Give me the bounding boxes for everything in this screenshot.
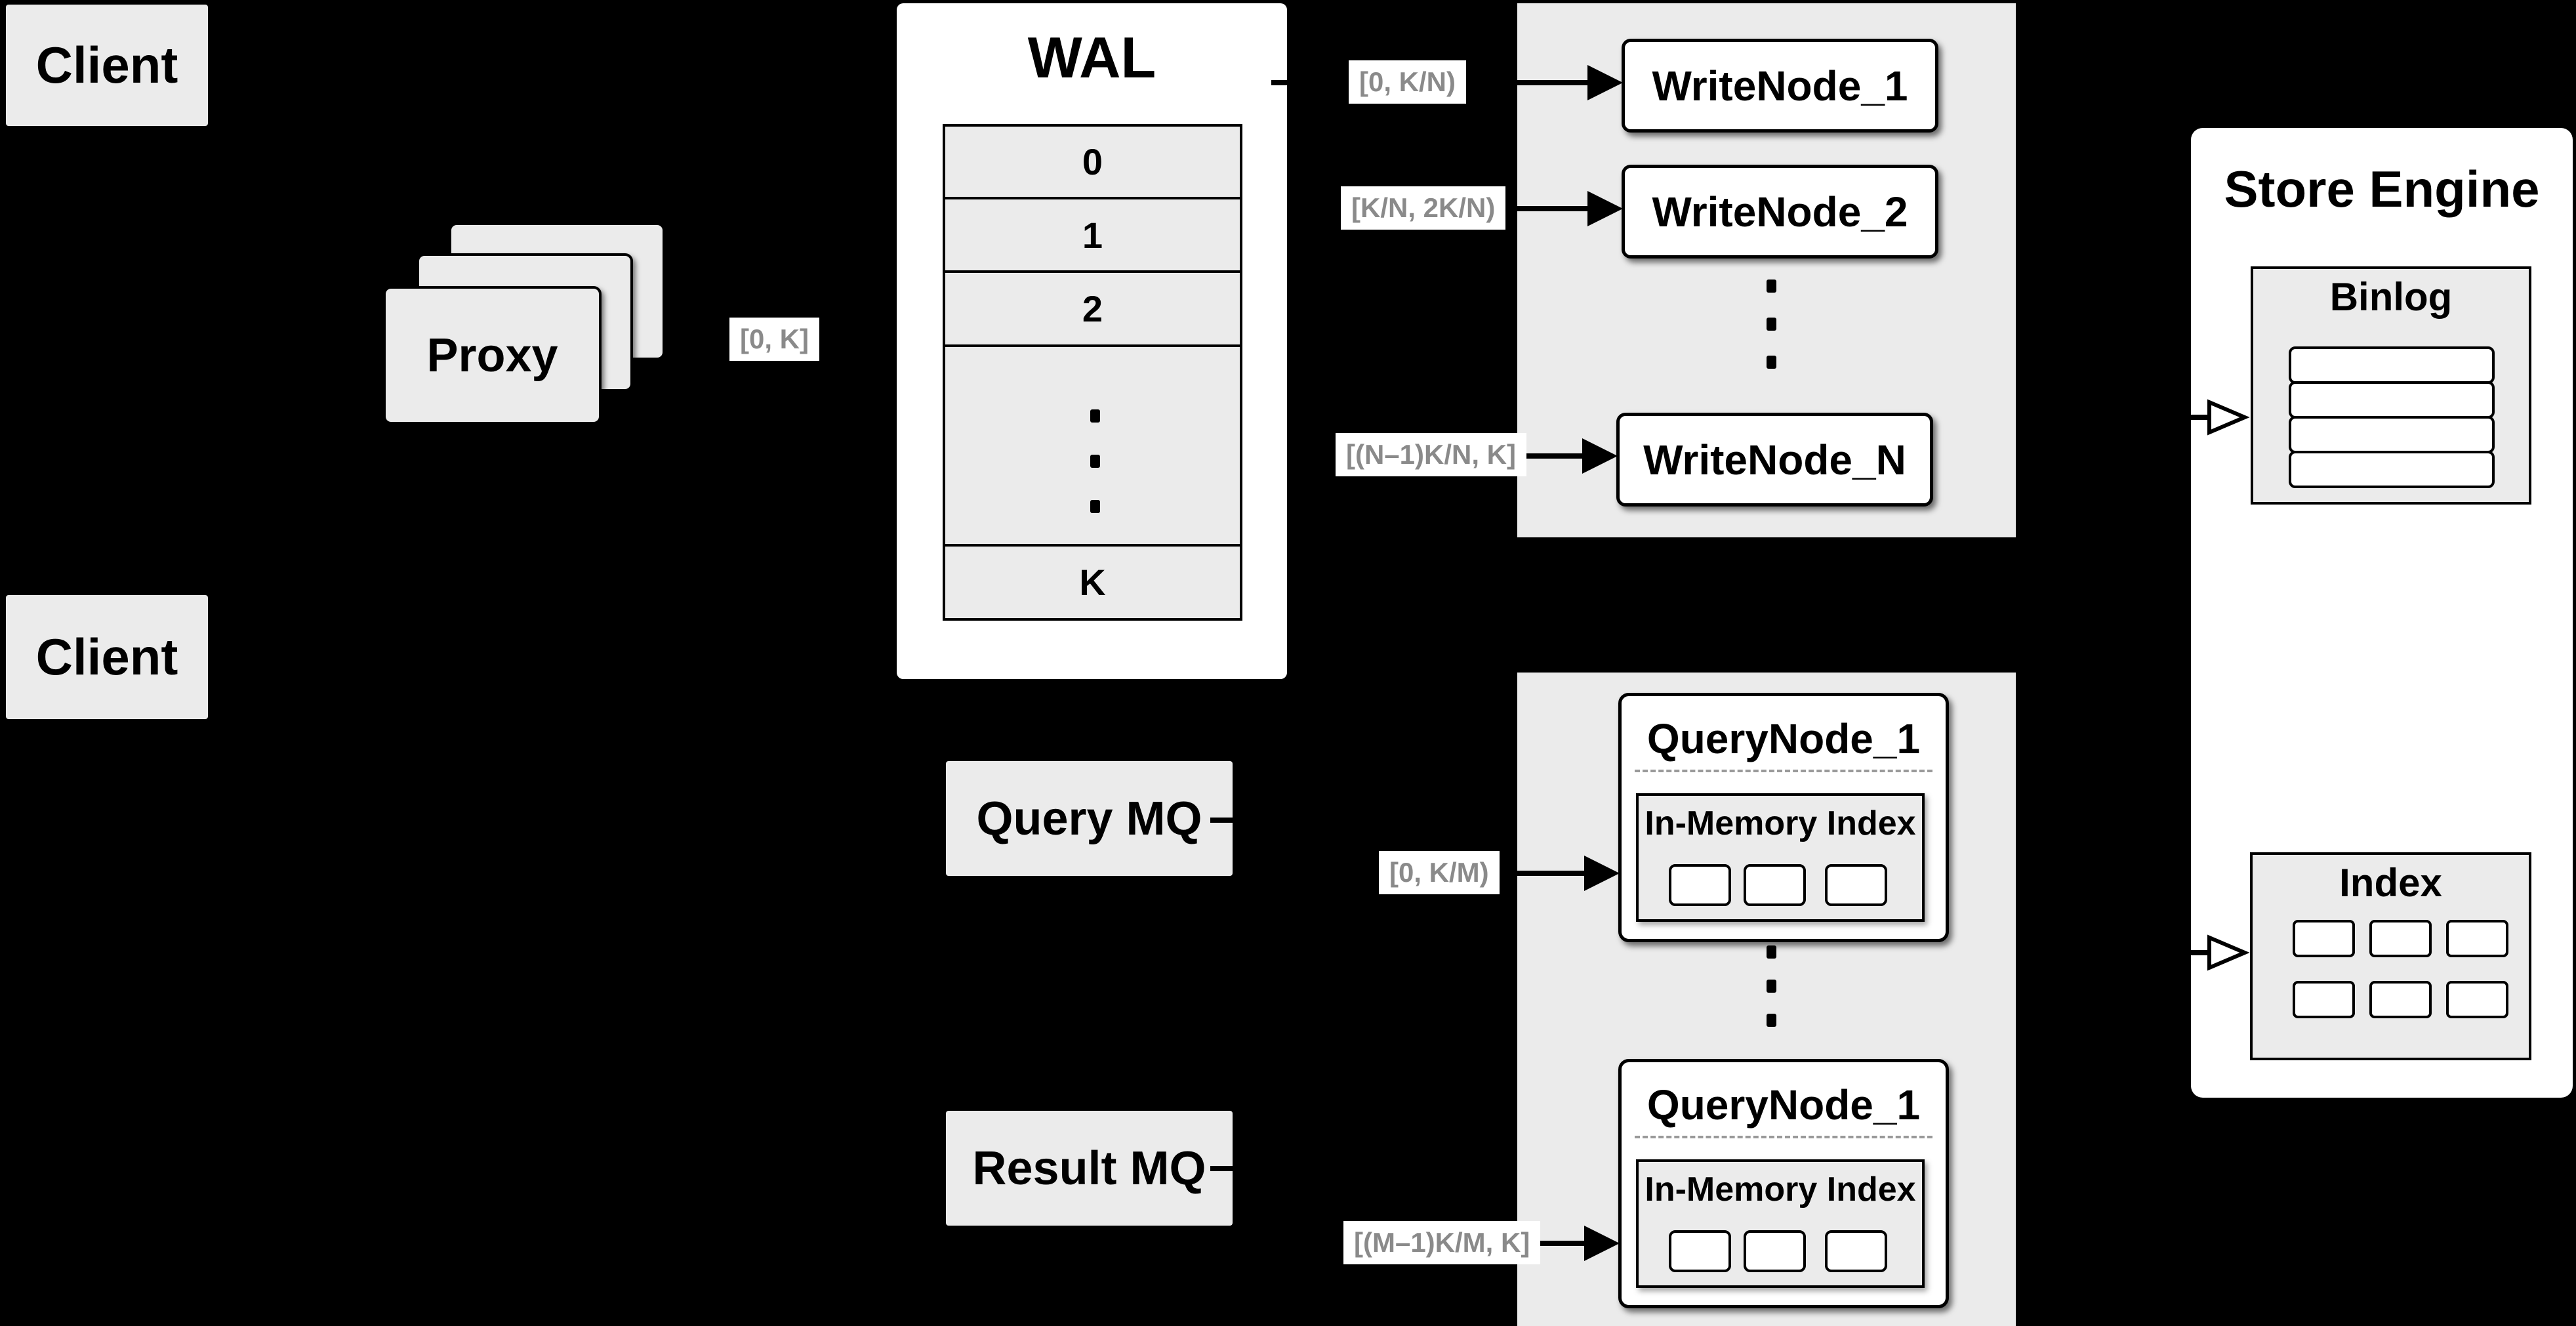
index-cell bbox=[2293, 981, 2355, 1018]
range-label-query-1: [0, K/M) bbox=[1379, 851, 1500, 894]
segment-cell bbox=[1744, 1230, 1806, 1272]
wal-row-0: 0 bbox=[943, 124, 1242, 199]
segment-cell bbox=[1669, 1230, 1731, 1272]
index-cell bbox=[2369, 920, 2432, 957]
segment-cell bbox=[1825, 1230, 1887, 1272]
write-node-n-label: WriteNode_N bbox=[1643, 436, 1906, 484]
dashed-separator bbox=[1635, 1136, 1932, 1138]
binlog-row bbox=[2289, 416, 2495, 453]
binlog-title: Binlog bbox=[2329, 275, 2453, 319]
ellipsis-dot bbox=[1090, 500, 1100, 513]
index-cell bbox=[2446, 920, 2508, 957]
in-memory-index-top-title: In-Memory Index bbox=[1645, 804, 1916, 842]
wal-table: 0 1 2 K bbox=[943, 124, 1242, 621]
write-node-1-label: WriteNode_1 bbox=[1652, 62, 1908, 110]
in-memory-index-top: In-Memory Index bbox=[1636, 793, 1925, 922]
range-label-query-m: [(M–1)K/M, K] bbox=[1343, 1221, 1541, 1264]
index-cell bbox=[2369, 981, 2432, 1018]
store-engine-title: Store Engine bbox=[2224, 160, 2540, 218]
result-mq-box: Result MQ bbox=[946, 1111, 1233, 1226]
ellipsis-dot bbox=[1767, 1014, 1776, 1027]
ellipsis-dot bbox=[1767, 356, 1776, 369]
ellipsis-dot bbox=[1090, 455, 1100, 468]
write-node-2-label: WriteNode_2 bbox=[1652, 188, 1908, 236]
range-label-write-n: [(N–1)K/N, K] bbox=[1336, 433, 1526, 476]
binlog-row bbox=[2289, 346, 2495, 384]
ellipsis-dot bbox=[1767, 945, 1776, 959]
range-label-write-2: [K/N, 2K/N) bbox=[1341, 186, 1506, 230]
query-node-container: QueryNode_1 In-Memory Index QueryNode_1 … bbox=[1517, 673, 2016, 1326]
query-node-bottom: QueryNode_1 In-Memory Index bbox=[1618, 1059, 1949, 1308]
wal-title: WAL bbox=[1027, 25, 1156, 90]
wal-row-2: 2 bbox=[943, 270, 1242, 347]
wal-row-1: 1 bbox=[943, 197, 1242, 273]
in-memory-index-bottom: In-Memory Index bbox=[1636, 1159, 1925, 1288]
query-mq-box: Query MQ bbox=[946, 761, 1233, 876]
write-node-1: WriteNode_1 bbox=[1622, 39, 1938, 133]
query-node-top-title: QueryNode_1 bbox=[1646, 715, 1921, 762]
index-cell bbox=[2293, 920, 2355, 957]
wal-row-k: K bbox=[943, 544, 1242, 621]
client-top-label: Client bbox=[35, 36, 178, 94]
dashed-separator bbox=[1635, 770, 1932, 772]
range-label-write-1: [0, K/N) bbox=[1349, 60, 1466, 104]
ellipsis-dot bbox=[1767, 280, 1776, 293]
ellipsis-dot bbox=[1767, 980, 1776, 993]
client-bottom-label: Client bbox=[35, 628, 178, 686]
write-node-2: WriteNode_2 bbox=[1622, 165, 1938, 259]
range-label-proxy-out: [0, K] bbox=[729, 318, 819, 361]
store-engine-box: Store Engine Binlog Index bbox=[2191, 128, 2573, 1098]
write-node-n: WriteNode_N bbox=[1616, 413, 1933, 507]
in-memory-index-bottom-title: In-Memory Index bbox=[1645, 1171, 1916, 1209]
segment-cell bbox=[1825, 864, 1887, 906]
segment-cell bbox=[1744, 864, 1806, 906]
query-node-top: QueryNode_1 In-Memory Index bbox=[1618, 693, 1949, 942]
wal-box: WAL 0 1 2 K bbox=[897, 3, 1287, 679]
wal-row-ellipsis bbox=[943, 344, 1242, 547]
proxy-label: Proxy bbox=[426, 329, 558, 382]
query-mq-label: Query MQ bbox=[976, 792, 1202, 845]
binlog-row bbox=[2289, 381, 2495, 419]
ellipsis-dot bbox=[1090, 409, 1100, 423]
client-box-top: Client bbox=[6, 5, 208, 126]
binlog-row bbox=[2289, 451, 2495, 488]
index-cell bbox=[2446, 981, 2508, 1018]
binlog-box: Binlog bbox=[2251, 266, 2531, 505]
proxy-box: Proxy bbox=[383, 286, 602, 425]
client-box-bottom: Client bbox=[6, 595, 208, 719]
index-box: Index bbox=[2250, 852, 2531, 1060]
result-mq-label: Result MQ bbox=[972, 1142, 1206, 1195]
index-title: Index bbox=[2339, 861, 2442, 905]
segment-cell bbox=[1669, 864, 1731, 906]
ellipsis-dot bbox=[1767, 318, 1776, 331]
binlog-rows bbox=[2289, 346, 2495, 488]
write-node-container: WriteNode_1 WriteNode_2 WriteNode_N bbox=[1517, 3, 2016, 537]
query-node-bottom-title: QueryNode_1 bbox=[1646, 1081, 1921, 1129]
